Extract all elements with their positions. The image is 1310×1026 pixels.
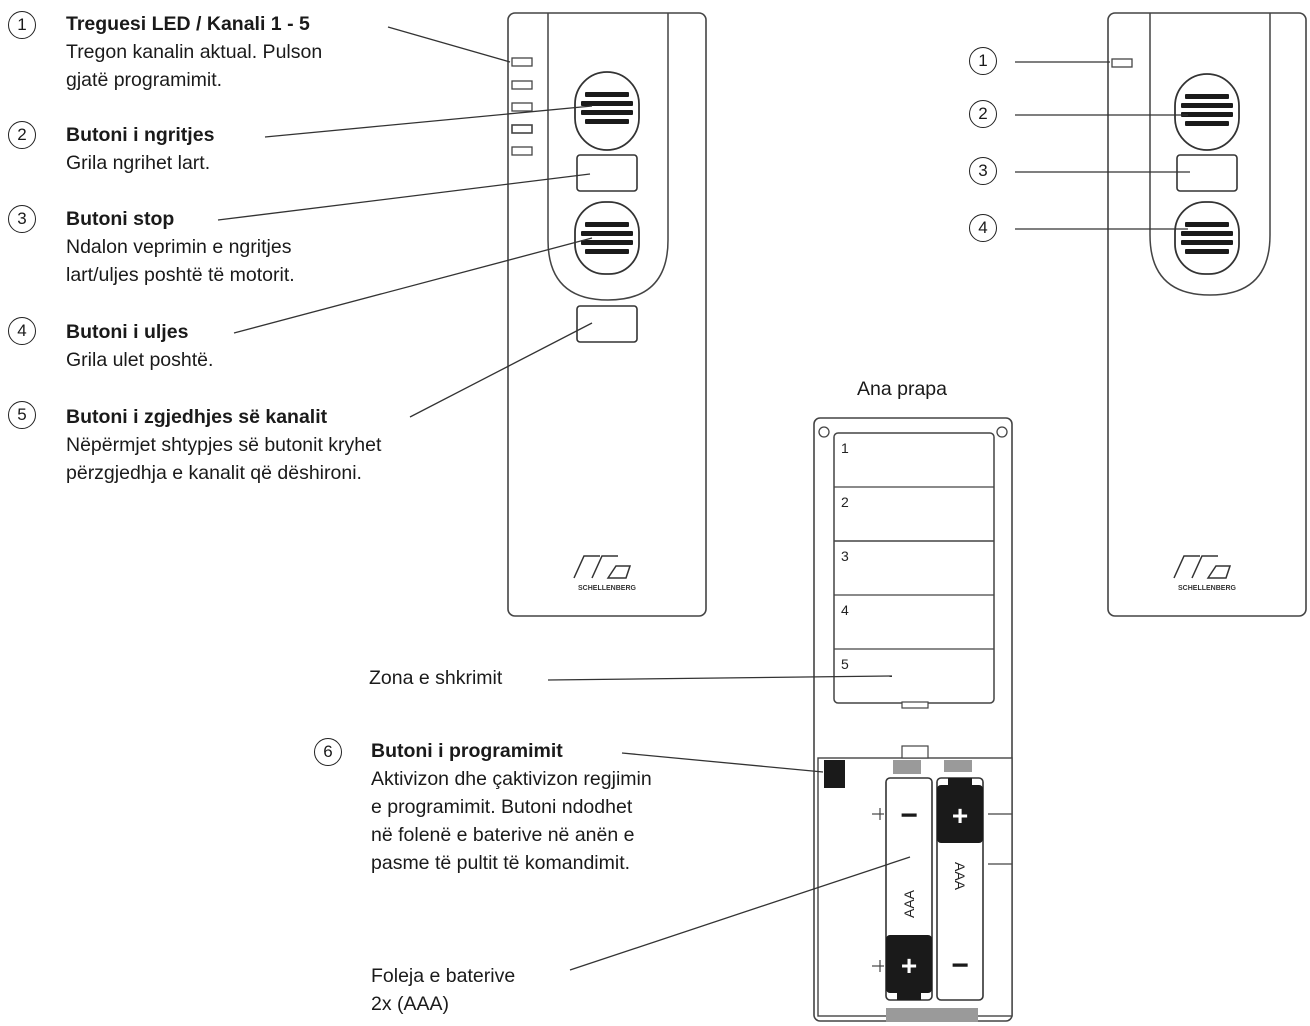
slot-5-number: 5 [841,656,849,672]
callout-5-line-2: përzgjedhja e kanalit që dëshironi. [66,462,362,484]
callout-6-line-4: pasme të pultit të komandimit. [371,852,631,874]
callout-1-line-1: Tregon kanalin aktual. Pulson [66,41,323,63]
back-side-title: Ana prapa [857,378,947,400]
callout-2-number: 2 [8,121,36,149]
callout-1: Treguesi LED / Kanali 1 - 5 Tregon kanal… [66,10,322,94]
callout-1-title: Treguesi LED / Kanali 1 - 5 [66,13,310,35]
callout-6-number: 6 [314,738,342,766]
right-callout-3-number: 3 [969,157,997,185]
down-button-left[interactable] [574,201,640,275]
programming-button[interactable] [824,760,845,788]
callout-2: Butoni i ngritjes Grila ngrihet lart. [66,121,214,177]
slot-3-number: 3 [841,548,849,564]
callout-3-title: Butoni stop [66,208,175,230]
battery-right-minus: − [951,949,969,982]
callout-6-line-1: Aktivizon dhe çaktivizon regjimin [371,768,652,790]
led-indicator-strip [511,57,533,156]
callout-4-title: Butoni i uljes [66,321,189,343]
brand-logo-left: SCHELLENBERG [573,555,637,592]
brand-text-right: SCHELLENBERG [1178,585,1237,592]
channel-select-button[interactable] [576,305,638,343]
callout-2-title: Butoni i ngritjes [66,124,215,146]
slot-4-number: 4 [841,602,849,618]
up-button-right[interactable] [1174,73,1240,151]
callout-1-line-2: gjatë programimit. [66,69,223,91]
front-remote-right: SCHELLENBERG [1015,12,1307,617]
battery-right-plus: + [952,800,968,831]
callout-6-title: Butoni i programimit [371,740,563,762]
slot-1-number: 1 [841,440,849,456]
back-remote: 1 2 3 4 5 [813,417,1013,1022]
leader-lines [217,26,911,971]
up-button-left[interactable] [574,71,640,151]
callout-5-title: Butoni i zgjedhjes së kanalit [66,406,328,428]
screw-right [996,426,1008,438]
right-callout-2-number: 2 [969,100,997,128]
callout-3-line-2: lart/uljes poshtë të motorit. [66,264,295,286]
down-button-right[interactable] [1174,201,1240,275]
battery-left-minus: − [900,799,918,832]
battery-left-type: AAA [901,889,917,918]
writing-zone-label: Zona e shkrimit [369,667,503,689]
battery-label-line-2: 2x (AAA) [371,993,450,1015]
right-callout-1-number: 1 [969,47,997,75]
callout-6-line-3: në folenë e baterive në anën e [371,824,635,846]
battery-compartment: − + AAA + − AAA [817,745,1013,1022]
writing-zone: 1 2 3 4 5 [833,432,995,709]
callout-5-line-1: Nëpërmjet shtypjes së butonit kryhet [66,434,382,456]
led-indicator-right [1111,58,1133,68]
stop-button-left[interactable] [576,154,638,192]
right-callout-4-number: 4 [969,214,997,242]
callout-3-number: 3 [8,205,36,233]
battery-right-type: AAA [952,862,968,891]
battery-left: − + AAA [885,777,933,1001]
front-remote-left: SCHELLENBERG [507,12,707,617]
callout-4-number: 4 [8,317,36,345]
screw-left [818,426,830,438]
slot-2-number: 2 [841,494,849,510]
battery-right: + − AAA [936,777,984,1001]
callout-6: Butoni i programimit Aktivizon dhe çakti… [371,737,652,877]
callout-5-number: 5 [8,401,36,429]
callout-3: Butoni stop Ndalon veprimin e ngritjes l… [66,205,295,289]
brand-logo-right: SCHELLENBERG [1173,555,1237,592]
battery-label-line-1: Foleja e baterive [371,965,516,987]
callout-1-number: 1 [8,11,36,39]
callout-6-line-2: e programimit. Butoni ndodhet [371,796,633,818]
callout-4: Butoni i uljes Grila ulet poshtë. [66,318,213,374]
callout-3-line-1: Ndalon veprimin e ngritjes [66,236,292,258]
battery-left-plus: + [901,950,917,981]
callout-5: Butoni i zgjedhjes së kanalit Nëpërmjet … [66,403,381,487]
callout-4-line-1: Grila ulet poshtë. [66,349,214,371]
callout-2-line-1: Grila ngrihet lart. [66,152,211,174]
brand-text-left: SCHELLENBERG [578,585,637,592]
stop-button-right[interactable] [1176,154,1238,192]
